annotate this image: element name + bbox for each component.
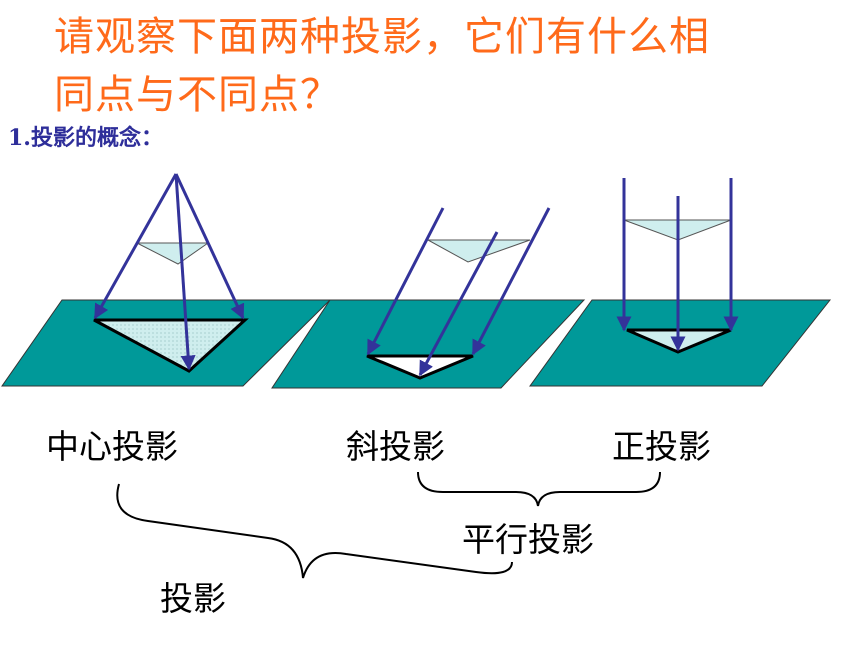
label-central-projection: 中心投影 <box>46 427 178 466</box>
label-orthographic-projection: 正投影 <box>612 427 711 466</box>
orthographic-projection-figure <box>529 178 832 387</box>
oblique-ray-right <box>471 207 551 356</box>
oblique-ray-left <box>366 207 445 356</box>
oblique-projection-figure <box>271 207 586 389</box>
central-ray-middle <box>174 173 196 371</box>
parallel-brace <box>417 471 661 507</box>
projection-brace <box>116 483 513 579</box>
title-line-2: 同点与不同点？ <box>54 72 341 118</box>
oblique-object-triangle <box>427 239 531 263</box>
oblique-ground-plane <box>271 299 586 389</box>
central-ray-right <box>174 173 245 320</box>
title-line-1: 请观察下面两种投影，它们有什么相 <box>54 14 710 60</box>
label-oblique-projection: 斜投影 <box>346 427 445 466</box>
central-object-triangle <box>136 242 210 265</box>
central-ray-left <box>93 173 178 320</box>
oblique-ray-middle <box>418 231 499 377</box>
central-shadow-triangle <box>93 318 249 373</box>
central-projection-figure <box>1 173 332 387</box>
slide-title: 请观察下面两种投影，它们有什么相 同点与不同点？ <box>54 8 814 124</box>
label-parallel-projection: 平行投影 <box>462 520 594 559</box>
subtitle: 1.投影的概念： <box>8 125 163 151</box>
label-projection: 投影 <box>160 579 226 618</box>
